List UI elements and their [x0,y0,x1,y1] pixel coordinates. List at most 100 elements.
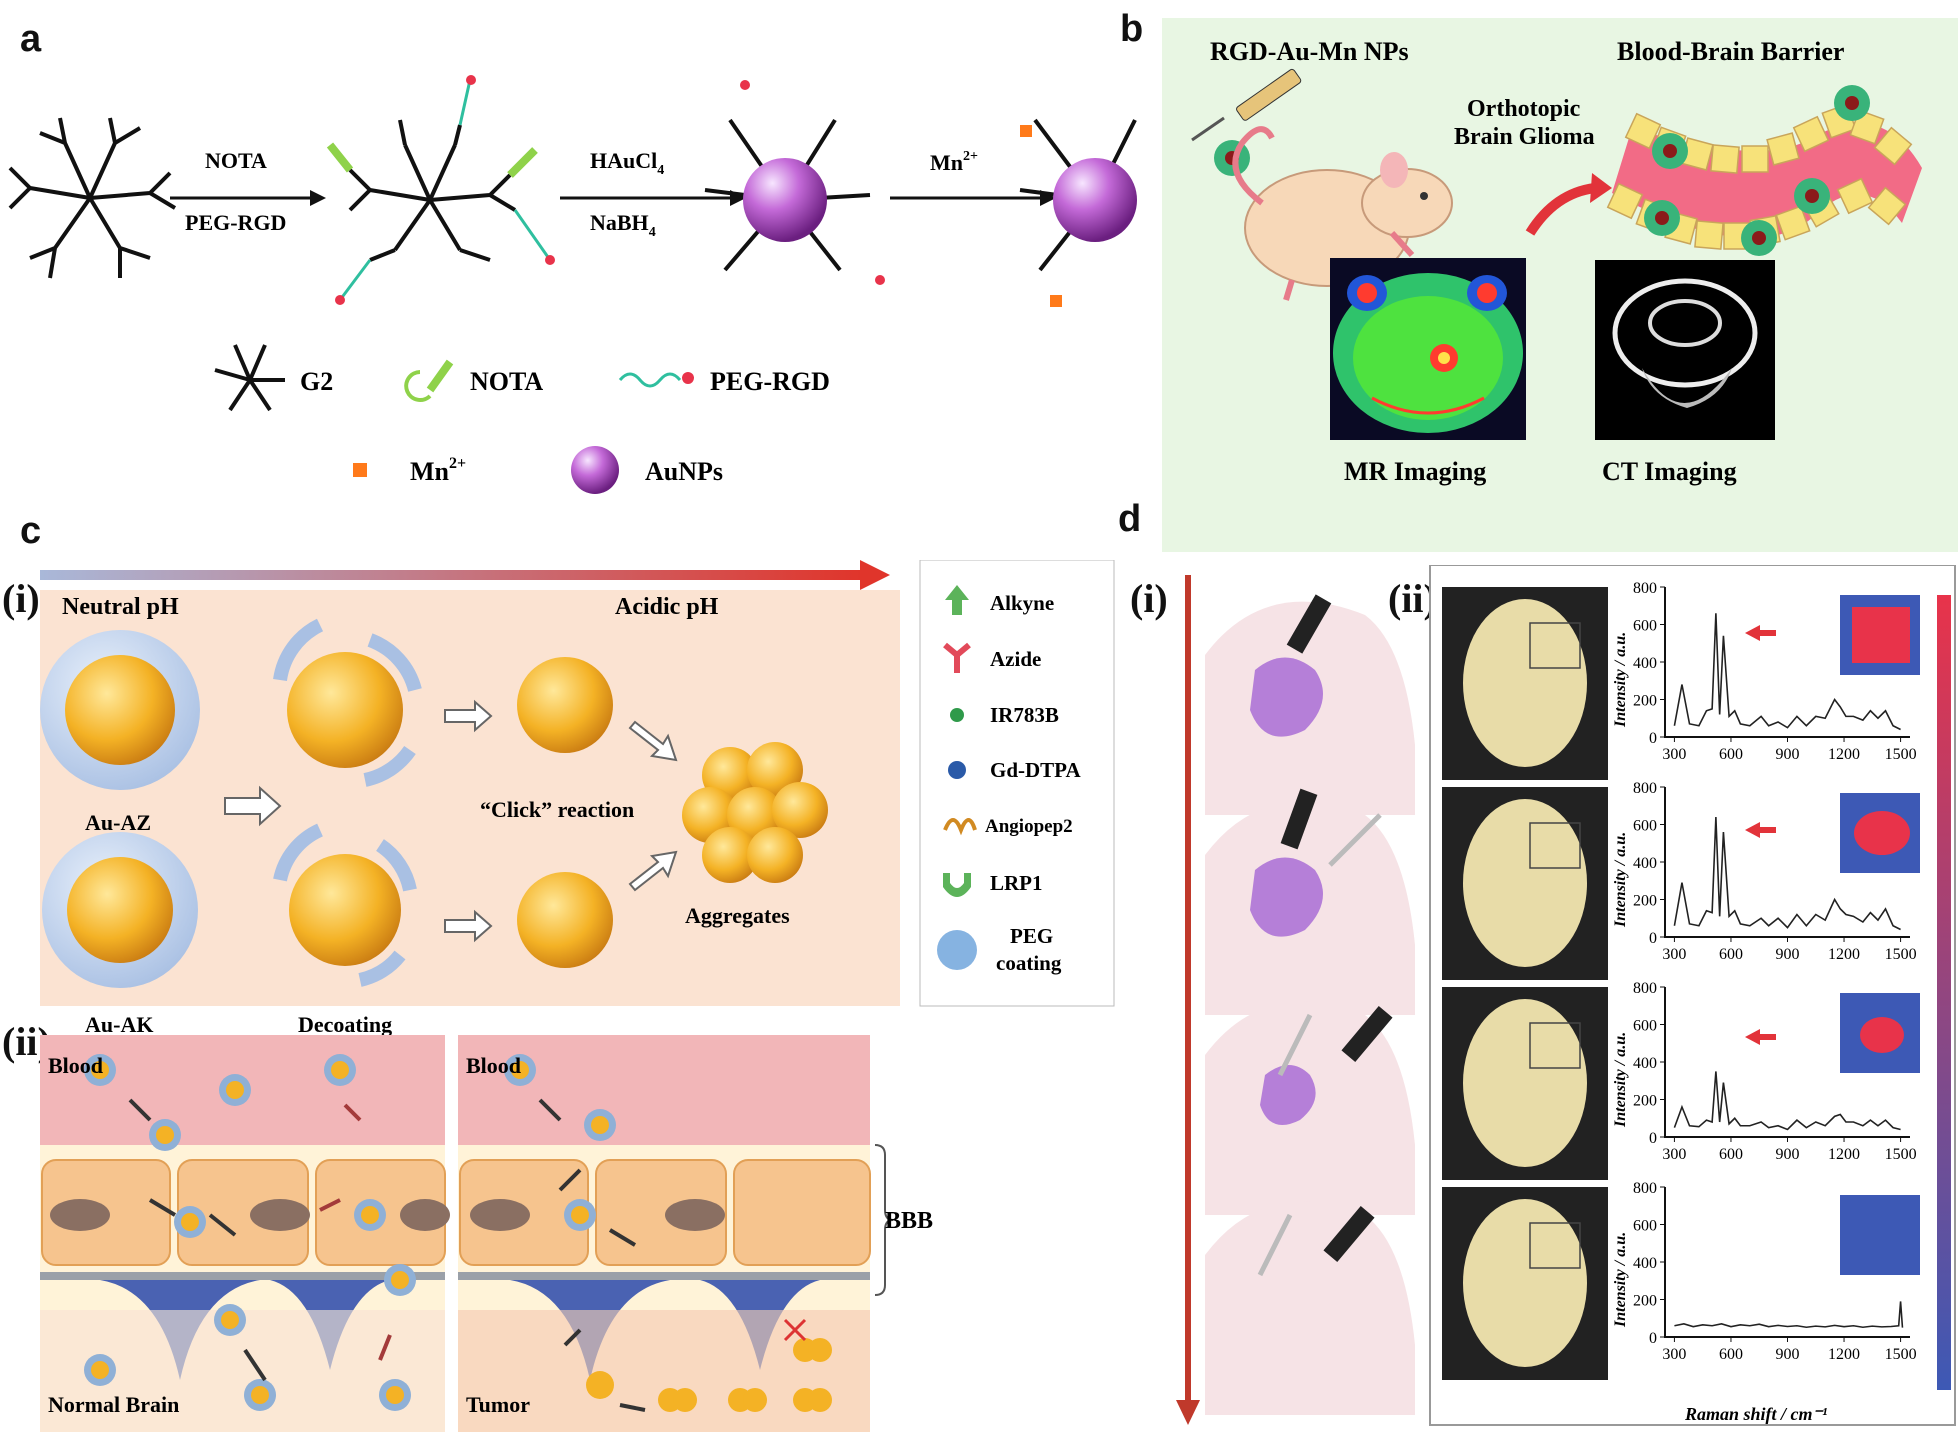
au-nanoparticle [743,158,827,242]
ir783b-icon [950,708,964,722]
x-tick-label: 1200 [1828,1146,1860,1163]
panel-b-scheme: RGD-Au-Mn NPs Blood-Brain Barrier Orthot… [1191,37,1922,486]
panel-a-label: a [20,18,42,60]
acidic-ph: Acidic pH [615,594,719,620]
panel-c-sub-i: (i) [2,576,40,621]
legend-coating: coating [996,951,1062,975]
bbb-title: Blood-Brain Barrier [1617,37,1844,66]
panel-d-sub-i: (i) [1130,576,1168,621]
raman-line [1673,613,1901,731]
y-tick-label: 600 [1633,1218,1657,1235]
panel-d-sub-ii: (ii) [1388,576,1437,621]
x-tick-label: 900 [1776,946,1800,963]
au-az-particle [65,655,175,765]
x-tick-label: 1500 [1885,746,1917,763]
click-reaction-label: “Click” reaction [480,797,634,822]
bbb-label: BBB [885,1208,933,1234]
raman-line [1674,1301,1904,1329]
blood-label-normal: Blood [48,1053,103,1078]
raman-ylabel: Intensity / a.u. [1612,1232,1629,1328]
glioma-line1: Orthotopic [1467,96,1581,122]
panel-d-label: d [1118,498,1142,540]
step1-top: NOTA [205,148,267,173]
mr-image [1330,258,1526,440]
surgery-brain-3 [1205,1001,1415,1215]
legend-nota: NOTA [470,367,543,396]
x-tick-label: 1200 [1828,1346,1860,1363]
lrp1-icon [943,873,971,897]
panel-c-scheme: Neutral pH Acidic pH Au-AZ Au-AK Decoati… [40,560,1115,1432]
raman-line [1673,1071,1901,1131]
x-tick-label: 600 [1719,1146,1743,1163]
x-tick-label: 600 [1719,946,1743,963]
raman-line [1673,816,1901,931]
x-tick-label: 900 [1776,1146,1800,1163]
mouse-illustration [1232,126,1453,303]
legend-azide: Azide [990,647,1041,671]
y-tick-label: 800 [1633,980,1657,997]
dendrimer-g2 [8,117,177,279]
x-tick-label: 300 [1662,946,1686,963]
y-tick-label: 600 [1633,618,1657,635]
legend-peg-rgd: PEG-RGD [710,367,830,396]
raman-maps [1840,595,1920,1275]
y-tick-label: 800 [1633,780,1657,797]
panel-b-label: b [1120,8,1144,50]
legend-alkyne: Alkyne [990,591,1054,615]
legend-angiopep2: Angiopep2 [985,816,1073,837]
step2-top: HAuCl4 [590,148,664,178]
x-tick-label: 1500 [1885,1346,1917,1363]
y-tick-label: 200 [1633,1293,1657,1310]
aggregates-label: Aggregates [685,903,790,928]
normal-brain-label: Normal Brain [48,1392,179,1417]
y-tick-label: 400 [1633,1255,1657,1272]
glioma-line2: Brain Glioma [1454,124,1595,150]
x-tick-label: 900 [1776,746,1800,763]
x-tick-label: 1200 [1828,746,1860,763]
x-tick-label: 1500 [1885,946,1917,963]
au-ak-label: Au-AK [85,1012,153,1037]
neutral-ph: Neutral pH [62,594,179,620]
ct-imaging-label: CT Imaging [1602,457,1737,486]
raman-ylabel: Intensity / a.u. [1612,1032,1629,1128]
bbb-bracket [874,1144,894,1296]
normal-brain-scene [40,1035,450,1432]
tumor-scene [458,1035,871,1432]
y-tick-label: 400 [1633,855,1657,872]
rgd-au-mn-title: RGD-Au-Mn NPs [1210,37,1409,66]
angiopep2-icon [943,818,977,836]
au-az-label: Au-AZ [85,810,151,835]
tumor-label: Tumor [466,1392,530,1417]
y-tick-label: 200 [1633,693,1657,710]
step1-bottom: PEG-RGD [185,210,286,235]
legend-aunps: AuNPs [645,457,723,486]
y-tick-label: 0 [1649,730,1657,747]
raman-xlabel: Raman shift / cm⁻¹ [1684,1404,1827,1424]
y-tick-label: 400 [1633,1055,1657,1072]
y-tick-label: 200 [1633,1093,1657,1110]
peg-coating-icon [937,930,977,970]
legend-gd-dtpa: Gd-DTPA [990,758,1081,782]
raman-ylabel: Intensity / a.u. [1612,832,1629,928]
syringe-icon [1191,68,1302,142]
alkyne-icon [945,585,969,615]
x-tick-label: 300 [1662,746,1686,763]
x-tick-label: 600 [1719,1346,1743,1363]
x-tick-label: 600 [1719,746,1743,763]
legend-g2: G2 [300,367,333,396]
ct-image [1595,260,1775,440]
blood-label-tumor: Blood [466,1053,521,1078]
decoating-label: Decoating [298,1012,392,1037]
panel-a-legend: G2 NOTA PEG-RGD Mn2+ AuNPs [214,344,830,494]
step2-bottom: NaBH4 [590,210,656,240]
x-tick-label: 900 [1776,1346,1800,1363]
y-tick-label: 600 [1633,1018,1657,1035]
bbb-illustration [1606,85,1922,256]
legend-peg: PEG [1010,924,1053,948]
dendrimer-ligand [326,79,552,301]
panel-b-background [1162,18,1958,552]
